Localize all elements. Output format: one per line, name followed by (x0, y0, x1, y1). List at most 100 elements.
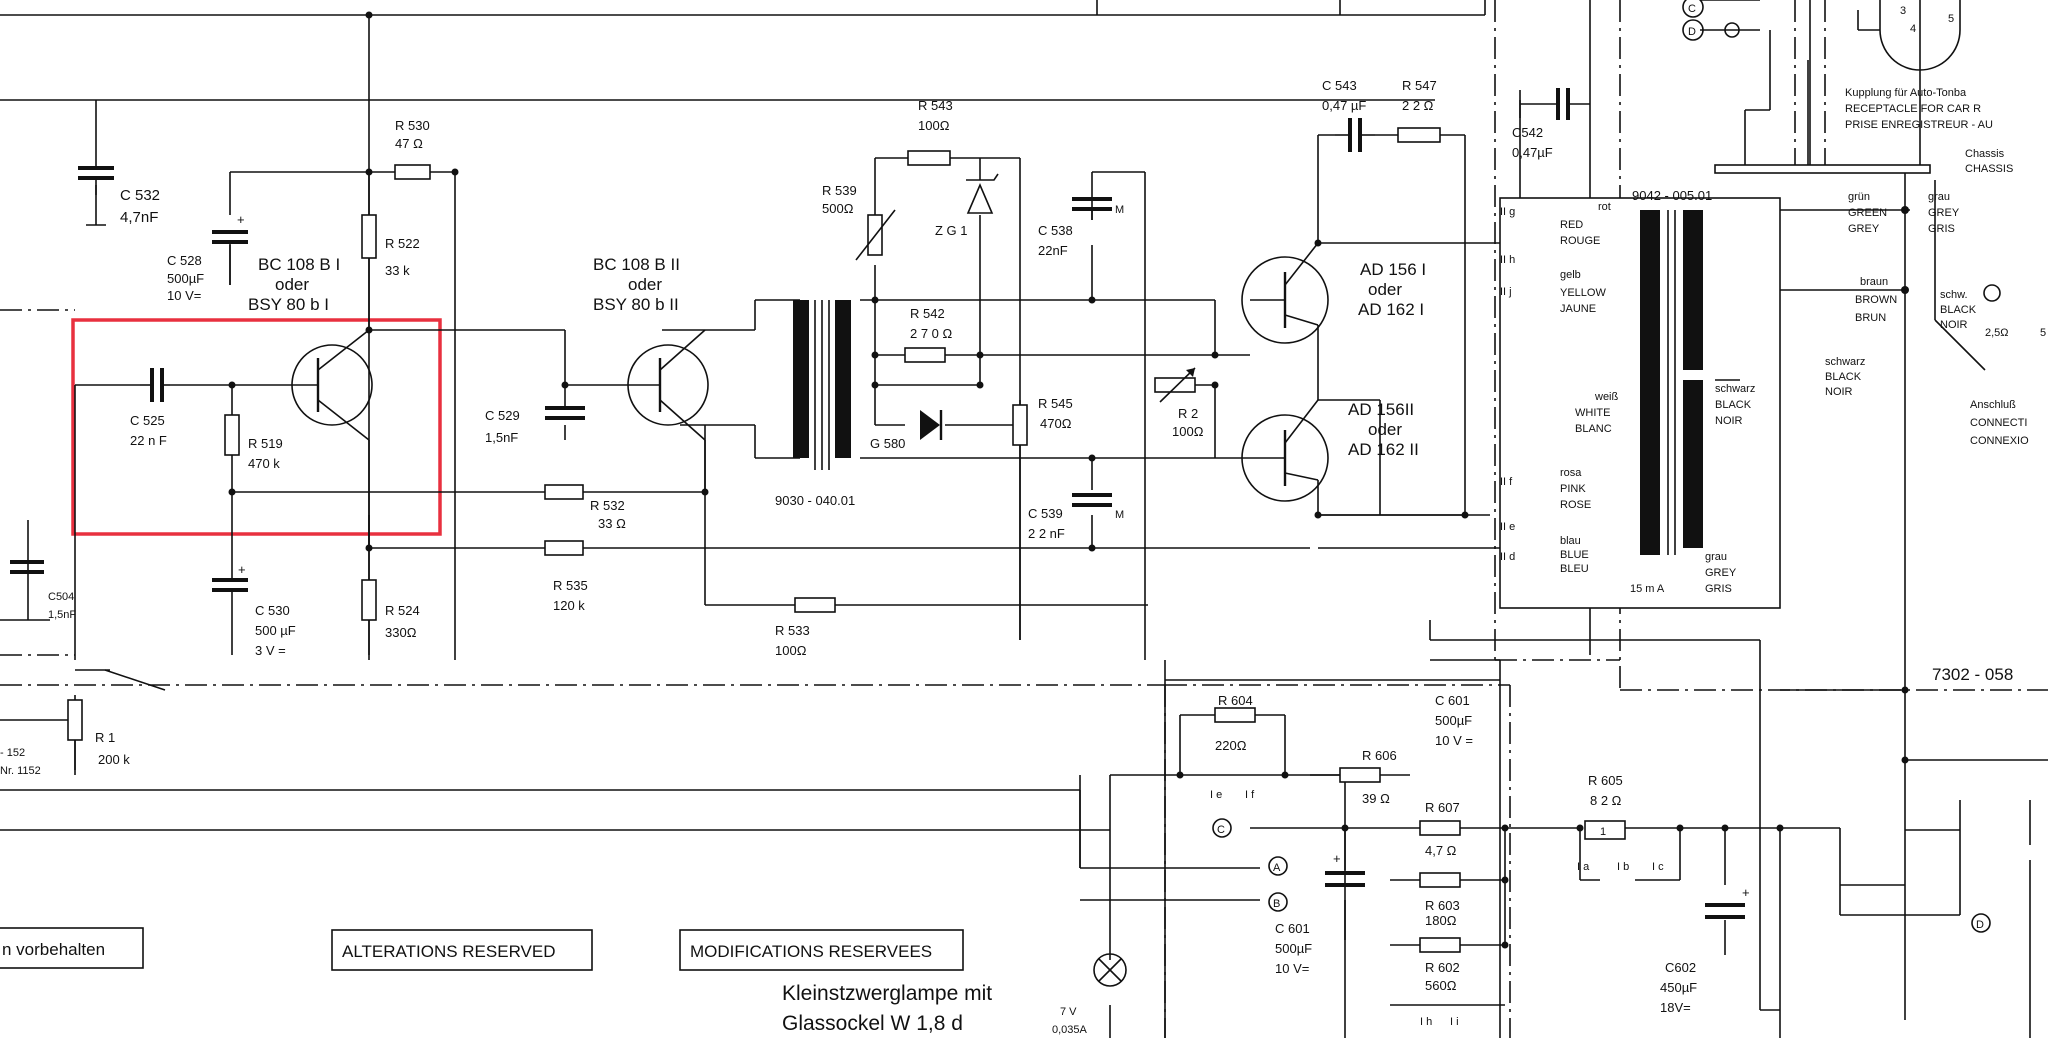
voltage-c530: 3 V = (255, 643, 286, 658)
value-r539: 500Ω (822, 201, 854, 216)
note-box-de-text: n vorbehalten (2, 940, 105, 959)
label-c543: C 543 (1322, 78, 1357, 93)
label-c529: C 529 (485, 408, 520, 423)
anschluss-de: Anschluß (1970, 399, 2016, 411)
t1-oder: oder (275, 275, 309, 294)
pin-iie: II e (1500, 521, 1515, 533)
value-c543: 0,47 µF (1322, 98, 1366, 113)
label-r603: R 603 (1425, 898, 1460, 913)
label-zg1: Z G 1 (935, 223, 968, 238)
switch-ib: I b (1617, 861, 1629, 873)
label-r547: R 547 (1402, 78, 1437, 93)
resistor-r533: R 533 100Ω (775, 597, 836, 658)
wire-rosa: rosa (1560, 467, 1582, 479)
svg-text:M: M (1115, 509, 1124, 521)
svg-text:+: + (237, 212, 245, 227)
value-r607: 4,7 Ω (1425, 843, 1457, 858)
wire-grau2: grau (1928, 191, 1950, 203)
plug-pin-5: 5 (1948, 13, 1954, 25)
speaker-five: 5 (2040, 327, 2046, 339)
voltage-c602: 18V= (1660, 1000, 1691, 1015)
plug-pin-4: 4 (1910, 23, 1916, 35)
label-c538: C 538 (1038, 223, 1073, 238)
resistor-r543: R 543 100Ω (907, 98, 953, 166)
value-r522: 33 k (385, 263, 410, 278)
chassis-de: Chassis (1965, 148, 2005, 160)
chassis-connections: grün GREEN GREY grau GREY GRIS braun BRO… (1682, 0, 2046, 684)
value-r533: 100Ω (775, 643, 807, 658)
label-r602: R 602 (1425, 960, 1460, 975)
output-transformer: 9042 - 005.01 II g II h II j II f II e I… (1499, 188, 1781, 609)
wire-blanc: BLANC (1575, 423, 1612, 435)
capacitor-c539: M C 539 2 2 nF (1028, 493, 1124, 541)
value-r524: 330Ω (385, 625, 417, 640)
plug-c-icon (1682, 0, 1704, 18)
svg-text:+: + (238, 562, 246, 577)
value-r542: 2 7 0 Ω (910, 326, 953, 341)
chassis-en: CHASSIS (1965, 163, 2013, 175)
label-c530: C 530 (255, 603, 290, 618)
wire-schwarz: schwarz (1715, 383, 1755, 395)
wire-black: BLACK (1715, 399, 1752, 411)
label-c601a: C 601 (1435, 693, 1470, 708)
pin-iij: II j (1500, 286, 1512, 298)
value-r606: 39 Ω (1362, 791, 1390, 806)
zener-zg1: Z G 1 (935, 173, 999, 238)
terminal-a: A (1273, 862, 1281, 874)
label-r2: R 2 (1178, 406, 1198, 421)
label-r607: R 607 (1425, 800, 1460, 815)
value-c532: 4,7nF (120, 209, 158, 226)
resistor-r547: R 547 2 2 Ω (1397, 78, 1441, 143)
pin-iih: II h (1500, 254, 1515, 266)
potentiometer-r539: R 539 500Ω (822, 183, 896, 261)
value-r532: 33 Ω (598, 516, 626, 531)
t2-oder: oder (628, 275, 662, 294)
lamp-voltage: 7 V (1060, 1006, 1077, 1018)
wire-white: WHITE (1575, 407, 1610, 419)
transistor-t3: AD 156 I oder AD 162 I (1241, 242, 1426, 344)
label-c504: C504 (48, 591, 74, 603)
switch-if: I f (1245, 789, 1255, 801)
value-c529: 1,5nF (485, 430, 518, 445)
capacitor-c602: + C602 450µF 18V= (1660, 885, 1750, 1015)
note-box-de: n vorbehalten (0, 927, 144, 969)
label-r1: R 1 (95, 730, 115, 745)
label-c528: C 528 (167, 253, 202, 268)
speaker-jack-icon (1983, 284, 2001, 302)
value-c530: 500 µF (255, 623, 296, 638)
wire-brun: BRUN (1855, 312, 1886, 324)
capacitor-c529: C 529 1,5nF (485, 380, 585, 445)
note-box-en-text: ALTERATIONS RESERVED (342, 942, 556, 961)
t2-alt: BSY 80 b II (593, 295, 679, 314)
resistor-r524: R 524 330Ω (361, 579, 420, 640)
wire-black2: BLACK (1825, 371, 1862, 383)
transistor-t4: AD 156II oder AD 162 II (1241, 399, 1419, 502)
transistor-t2: BC 108 B II oder BSY 80 b II (593, 255, 709, 492)
label-r539: R 539 (822, 183, 857, 198)
speaker-noir: NOIR (1940, 319, 1968, 331)
label-g580: G 580 (870, 436, 905, 451)
wire-red: RED (1560, 219, 1583, 231)
t4-alt: AD 162 II (1348, 440, 1419, 459)
capacitor-c601a: C 601 500µF 10 V = (1435, 693, 1473, 748)
terminals-abc: C A B D (1212, 818, 1991, 933)
switch-ia: I a (1577, 861, 1590, 873)
pin-iid: II d (1500, 551, 1515, 563)
svg-text:M: M (1115, 204, 1124, 216)
resistor-r545: R 545 470Ω (1012, 396, 1073, 446)
label-r533: R 533 (775, 623, 810, 638)
wire-schwarz2: schwarz (1825, 356, 1865, 368)
t3-oder: oder (1368, 280, 1402, 299)
value-c525: 22 n F (130, 433, 167, 448)
left-ref-a: - 152 (0, 747, 25, 759)
capacitor-c532: C 532 4,7nF (78, 155, 160, 226)
wire-rouge: ROUGE (1560, 235, 1600, 247)
resistor-r532: R 532 33 Ω (544, 484, 626, 531)
note-box-fr: MODIFICATIONS RESERVEES (679, 929, 964, 971)
anschluss-en: CONNECTI (1970, 417, 2027, 429)
label-c532: C 532 (120, 187, 160, 204)
note-box-fr-text: MODIFICATIONS RESERVEES (690, 942, 932, 961)
driver-transformer: 9030 - 040.01 (775, 300, 855, 508)
label-r604: R 604 (1218, 693, 1253, 708)
